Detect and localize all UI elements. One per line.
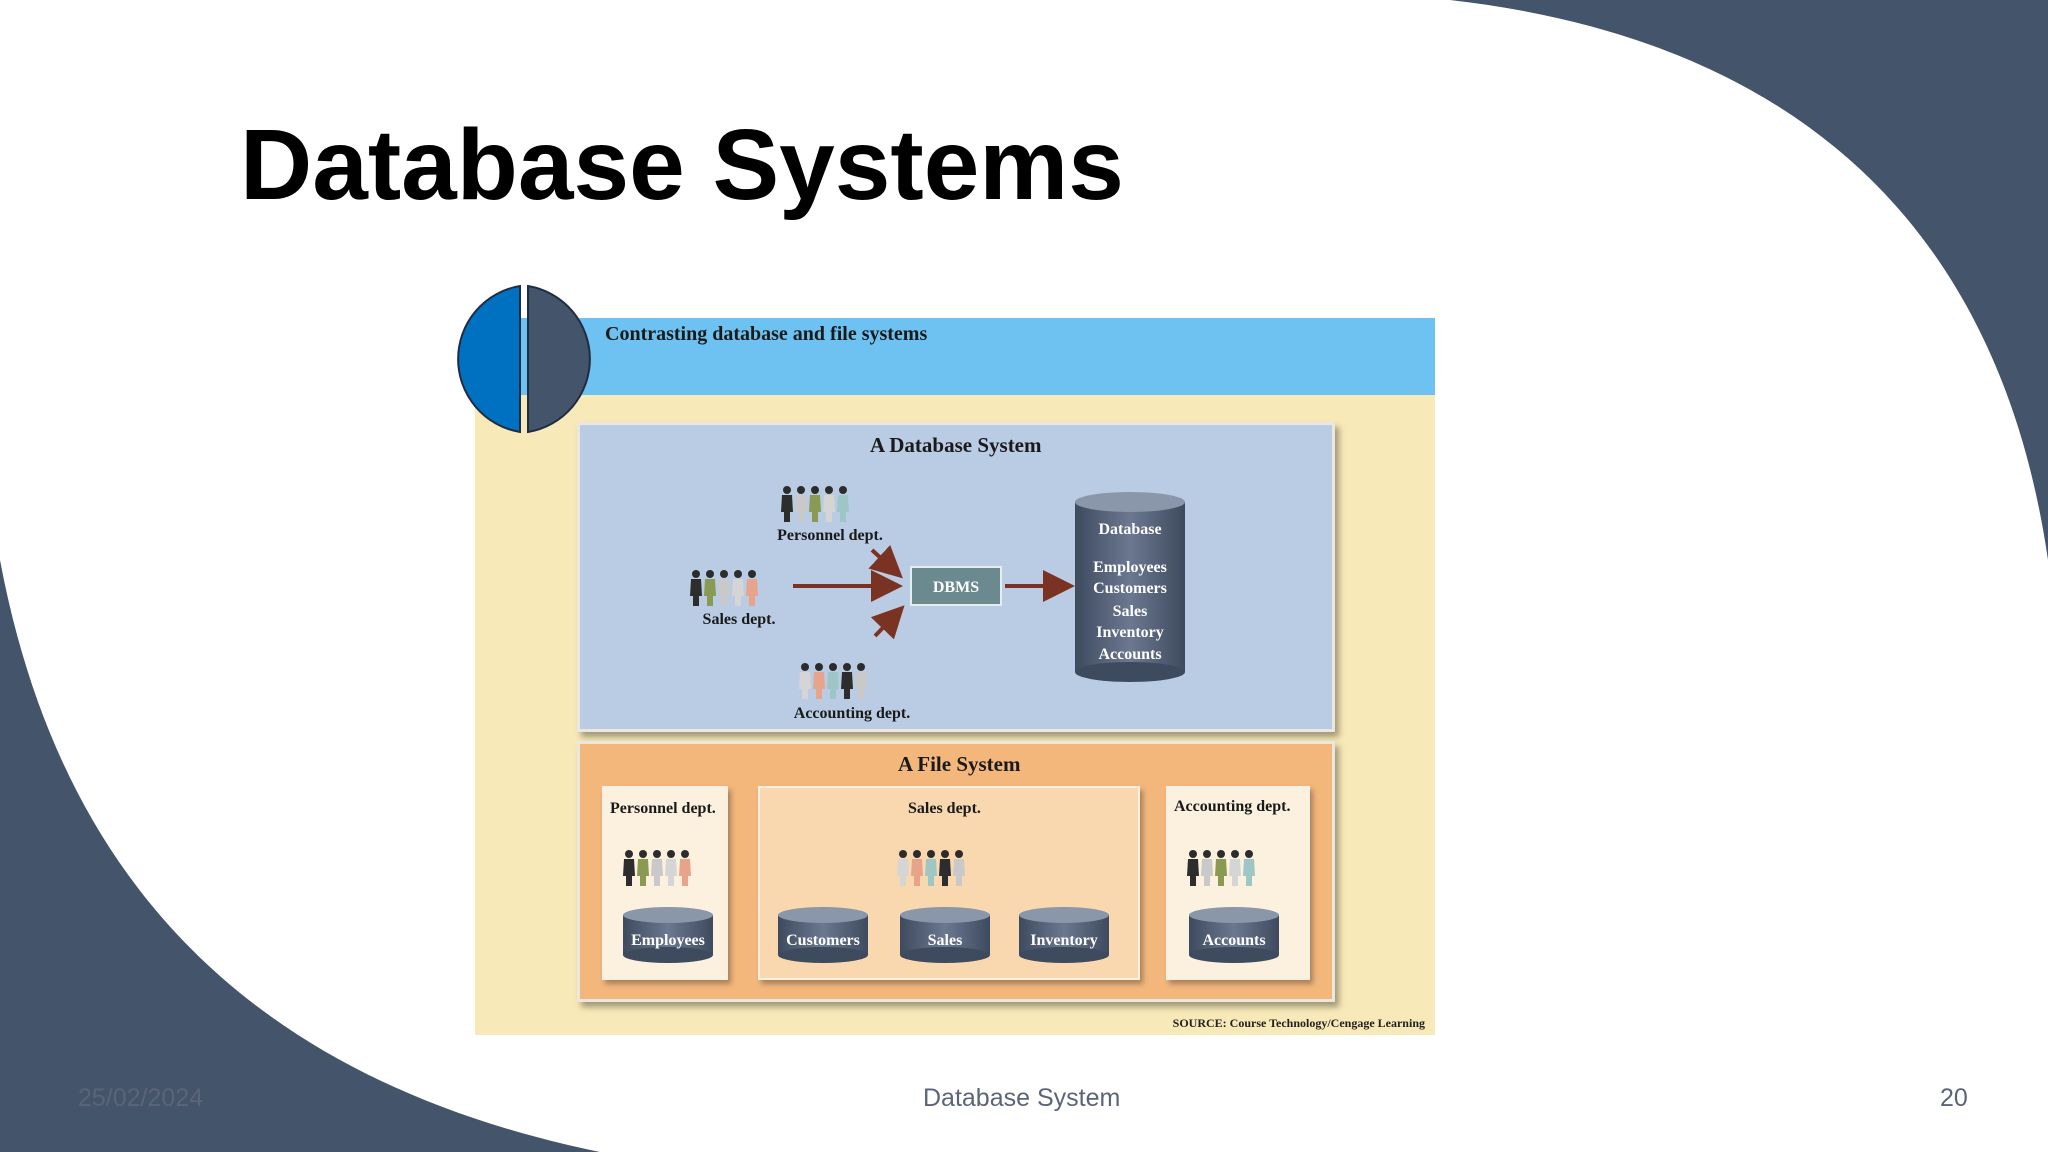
figure-source: SOURCE: Course Technology/Cengage Learni… (1173, 1016, 1425, 1030)
top-right-shape (1450, 0, 2048, 560)
page-number: 20 (1940, 1084, 1968, 1112)
figure-graphics: Personnel dept. Sales dept. Accounting d… (623, 486, 1425, 1030)
figure-header-bar: Contrasting database and file systems (475, 318, 1435, 395)
slide-title: Database Systems (240, 109, 1124, 221)
database-item: Accounts (1098, 646, 1161, 663)
database-item: Employees (1093, 559, 1167, 576)
file-label: Employees (631, 932, 705, 949)
arrow-personnel-to-dbms (868, 544, 903, 579)
db-accounting-label: Accounting dept. (794, 705, 910, 722)
employees-file-icon (623, 907, 713, 963)
footer-date: 25/02/2024 (78, 1084, 204, 1112)
database-item: Customers (1093, 580, 1167, 597)
customers-file-icon (778, 907, 868, 963)
accounts-file-icon (1189, 907, 1279, 963)
database-item: Sales (1113, 603, 1148, 620)
personnel-people-icon (781, 486, 849, 522)
database-system-title: A Database System (870, 433, 1042, 457)
file-label: Customers (786, 932, 860, 949)
file-label: Sales (928, 932, 963, 949)
dbms-box (910, 566, 1002, 606)
database-cylinder-icon (1075, 492, 1185, 682)
db-personnel-label: Personnel dept. (777, 527, 883, 544)
inventory-file-icon (1019, 907, 1109, 963)
fs-sales-label: Sales dept. (908, 800, 981, 817)
fs-accounting-people-icon (1187, 850, 1255, 886)
dbms-label: DBMS (933, 579, 979, 596)
split-circle-icon (457, 284, 591, 434)
fs-personnel-people-icon (623, 850, 691, 886)
arrow-accounting-to-dbms (870, 605, 905, 640)
figure-caption: Contrasting database and file systems (605, 323, 928, 345)
database-title: Database (1098, 521, 1161, 538)
db-sales-label: Sales dept. (703, 611, 776, 628)
accounting-people-icon (799, 663, 867, 699)
file-system-title: A File System (898, 752, 1021, 776)
figure-image: Contrasting database and file systems A … (475, 318, 1435, 1035)
database-item: Inventory (1096, 624, 1164, 641)
file-label: Accounts (1202, 932, 1265, 949)
footer-title: Database System (923, 1084, 1121, 1112)
fs-sales-people-icon (897, 850, 965, 886)
sales-file-icon (900, 907, 990, 963)
bottom-left-shape (0, 560, 600, 1152)
file-label: Inventory (1030, 932, 1098, 949)
fs-personnel-label: Personnel dept. (610, 800, 716, 817)
sales-people-icon (690, 570, 758, 606)
fs-accounting-label: Accounting dept. (1174, 798, 1291, 815)
